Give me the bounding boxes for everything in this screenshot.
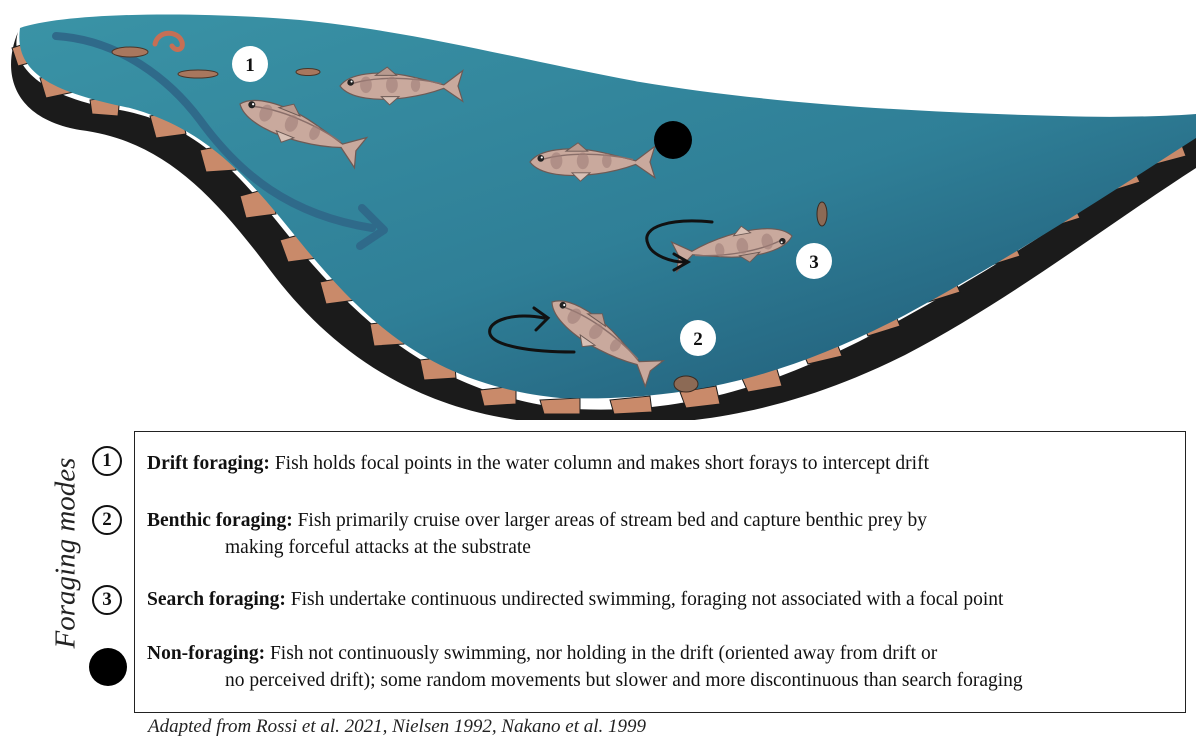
nonforaging-dot [654, 121, 692, 159]
legend-marker-1: 1 [92, 446, 122, 476]
legend-term-drift: Drift foraging: [147, 453, 270, 474]
legend-row-search: Search foraging: Fish undertake continuo… [147, 586, 1177, 613]
legend-term-nonforaging: Non-foraging: [147, 643, 265, 664]
legend-term-benthic: Benthic foraging: [147, 510, 293, 531]
badge-2: 2 [680, 320, 716, 356]
legend-marker-2: 2 [92, 505, 122, 535]
legend-desc-search: Fish undertake continuous undirected swi… [291, 589, 1004, 610]
legend-cont-nonforaging: no perceived drift); some random movemen… [147, 667, 1177, 694]
stream-illustration: 1 2 3 [0, 0, 1196, 420]
source-credit: Adapted from Rossi et al. 2021, Nielsen … [148, 716, 646, 738]
legend-marker-dot [89, 648, 127, 686]
legend-row-benthic: Benthic foraging: Fish primarily cruise … [147, 507, 1177, 561]
badge-3: 3 [796, 243, 832, 279]
legend-side-title: Foraging modes [50, 458, 83, 649]
legend-desc-drift: Fish holds focal points in the water col… [275, 453, 929, 474]
legend-box: Drift foraging: Fish holds focal points … [134, 431, 1186, 713]
legend-term-search: Search foraging: [147, 589, 286, 610]
legend-desc-benthic: Fish primarily cruise over larger areas … [298, 510, 927, 531]
legend-row-drift: Drift foraging: Fish holds focal points … [147, 450, 1177, 477]
badge-1: 1 [232, 46, 268, 82]
badge-3-label: 3 [809, 252, 819, 273]
legend-marker-3: 3 [92, 585, 122, 615]
legend-desc-nonforaging: Fish not continuously swimming, nor hold… [270, 643, 937, 664]
legend-row-nonforaging: Non-foraging: Fish not continuously swim… [147, 640, 1177, 694]
badge-2-label: 2 [693, 329, 703, 350]
badge-1-label: 1 [245, 55, 255, 76]
legend-cont-benthic: making forceful attacks at the substrate [147, 534, 1177, 561]
